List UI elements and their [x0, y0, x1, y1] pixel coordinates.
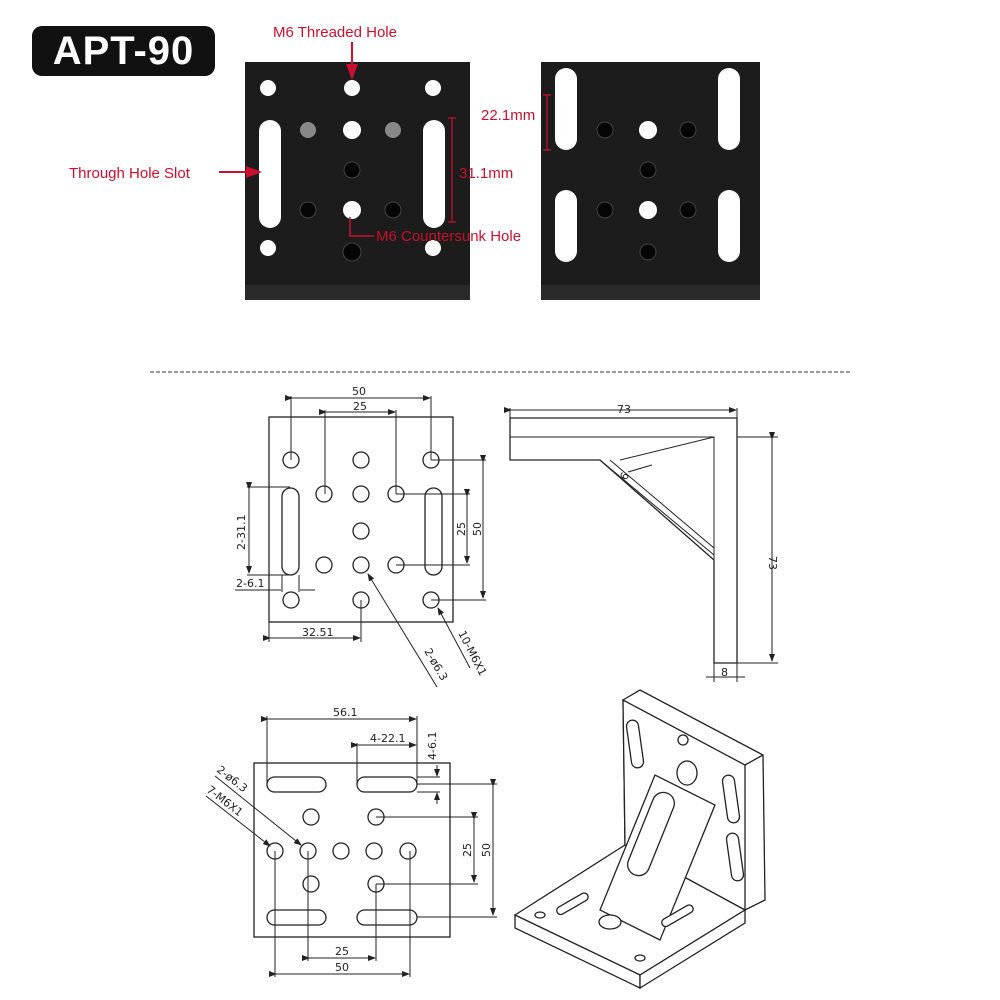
leader-threaded: 10-M6X1	[455, 628, 489, 678]
dim-side-height: 73	[766, 556, 779, 570]
front-plate-photo	[245, 62, 470, 300]
dim-25-right: 25	[455, 522, 468, 536]
dim-25-top: 25	[353, 400, 367, 413]
dim-50-bottom: 50	[335, 961, 349, 974]
slot-dimension-line	[448, 117, 456, 223]
label-slot-length-side: 22.1mm	[481, 107, 535, 124]
base-plate-drawing: 56.1 4-22.1 4-6.1 25 50 25 50 2-ø6.3 7-M…	[204, 706, 497, 977]
countersunk-leader	[349, 217, 374, 237]
dim-slot-width: 4-6.1	[426, 732, 439, 760]
dim-25-right: 25	[461, 843, 474, 857]
dim-32-51: 32.51	[302, 626, 334, 639]
dim-slot-length: 2-31.1	[235, 515, 248, 550]
side-slot-dimension-line	[543, 94, 551, 151]
dim-50-top: 50	[352, 385, 366, 398]
label-countersunk-hole: M6 Countersunk Hole	[376, 228, 521, 245]
label-through-hole-slot: Through Hole Slot	[69, 165, 191, 182]
dim-thickness: 8	[721, 666, 728, 679]
product-model-badge: APT-90	[32, 26, 215, 76]
dim-50-right: 50	[480, 843, 493, 857]
dim-56-1: 56.1	[333, 706, 358, 719]
label-slot-length: 31.1mm	[459, 165, 513, 182]
dim-25-bottom: 25	[335, 945, 349, 958]
dim-slot-width: 2-6.1	[236, 577, 264, 590]
isometric-view-drawing	[513, 689, 766, 990]
base-plate-photo	[541, 62, 760, 300]
dim-slot-length: 4-22.1	[370, 732, 405, 745]
dim-side-width: 73	[617, 403, 631, 416]
leader-countersunk: 2-ø6.3	[421, 646, 450, 683]
dim-50-right: 50	[471, 522, 484, 536]
label-threaded-hole: M6 Threaded Hole	[273, 24, 397, 41]
side-view-drawing: 73 73 6 8	[504, 403, 779, 682]
front-plate-drawing: 50 25 2-31.1 2-6.1 25 50 32.51 2-ø6.3 10…	[235, 385, 489, 688]
